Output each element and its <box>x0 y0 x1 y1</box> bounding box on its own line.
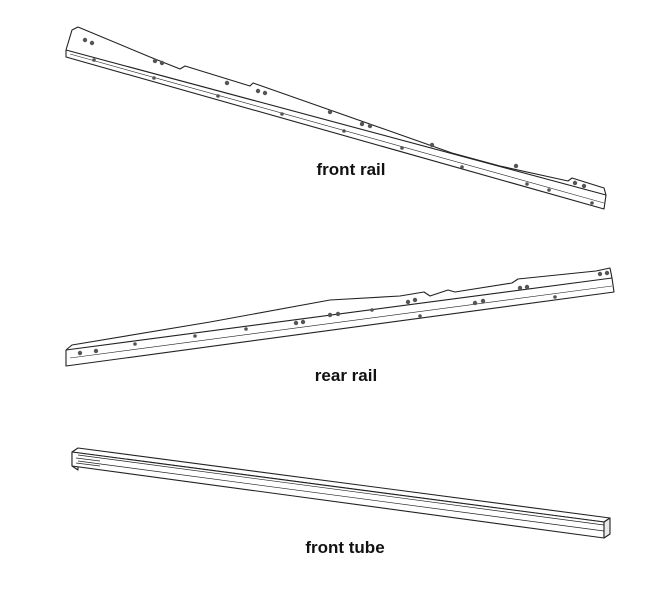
rear-rail-bottom-flange <box>65 277 615 367</box>
front-rail-bottom-flange <box>65 50 607 210</box>
front-tube-channel-line-1 <box>77 454 605 526</box>
front-rail-inner-edge <box>69 53 605 204</box>
front-tube-top-face <box>71 447 611 523</box>
front-rail-label: front rail <box>316 160 386 179</box>
front-tube-label: front tube <box>305 538 385 557</box>
rear-rail-inner-edge <box>69 285 613 359</box>
rear-rail-drawing <box>65 267 615 367</box>
front-rail-bend-line <box>65 49 607 196</box>
front-tube-drawing <box>71 447 611 539</box>
rear-rail-holes <box>77 270 610 356</box>
front-tube-right-end <box>603 517 611 539</box>
rear-rail-label: rear rail <box>314 366 378 385</box>
front-rail-top-flange <box>65 26 607 196</box>
front-rail-drawing <box>65 26 607 210</box>
rear-rail-top-flange <box>65 267 613 351</box>
front-rail-holes <box>82 37 594 205</box>
front-tube-channel-line-2 <box>77 460 605 532</box>
